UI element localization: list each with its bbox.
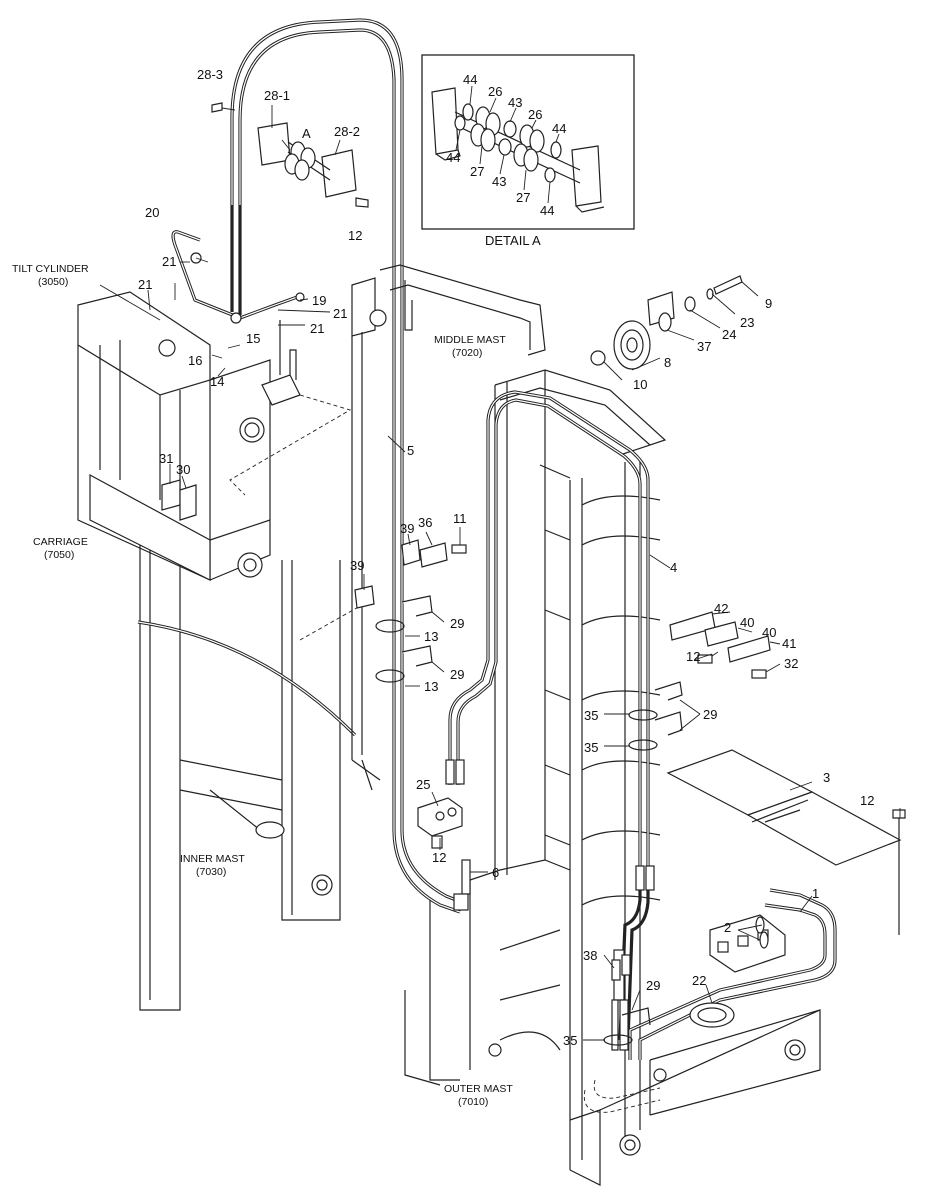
cover-plate-3 xyxy=(666,749,906,935)
callout-8: 8 xyxy=(664,355,671,370)
callout-13: 13 xyxy=(424,629,438,644)
callout-21: 21 xyxy=(162,254,176,269)
callout-2: 2 xyxy=(724,920,731,935)
detail-callout: 43 xyxy=(492,174,506,189)
callout-42: 42 xyxy=(714,601,728,616)
callout-35: 35 xyxy=(584,708,598,723)
hose-4 xyxy=(445,390,655,1041)
roller-bracket-28 xyxy=(211,102,369,208)
callout-6: 6 xyxy=(492,865,499,880)
detail-a-inset: 44 26 43 26 44 44 27 43 27 44 DETAIL A xyxy=(421,54,635,248)
callout-28-1: 28-1 xyxy=(264,88,290,103)
clamps-13-29-39 xyxy=(354,527,467,687)
callout-29: 29 xyxy=(703,707,717,722)
callout-3: 3 xyxy=(823,770,830,785)
callout-35: 35 xyxy=(563,1033,577,1048)
carriage-assembly xyxy=(77,284,363,1011)
callout-28-3: 28-3 xyxy=(197,67,223,82)
callout-13: 13 xyxy=(424,679,438,694)
callout-22: 22 xyxy=(692,973,706,988)
callout-14: 14 xyxy=(210,374,224,389)
middle-mast xyxy=(351,264,546,791)
callout-12: 12 xyxy=(686,649,700,664)
detail-callout: 44 xyxy=(540,203,554,218)
detail-callout: 43 xyxy=(508,95,522,110)
callout-23: 23 xyxy=(740,315,754,330)
detail-callout: 27 xyxy=(516,190,530,205)
tilt-cylinder-name: TILT CYLINDER xyxy=(12,263,89,275)
detail-callout: 26 xyxy=(528,107,542,122)
callout-21: 21 xyxy=(138,277,152,292)
outer-mast xyxy=(404,369,821,1186)
detail-callout: 44 xyxy=(463,72,477,87)
component-labels: TILT CYLINDER (3050) MIDDLE MAST (7020) … xyxy=(12,263,513,1108)
callout-37: 37 xyxy=(697,339,711,354)
detail-callout: 27 xyxy=(470,164,484,179)
callout-41: 41 xyxy=(782,636,796,651)
middle-mast-name: MIDDLE MAST xyxy=(434,334,506,346)
callout-32: 32 xyxy=(784,656,798,671)
callout-21: 21 xyxy=(310,321,324,336)
callout-24: 24 xyxy=(722,327,736,342)
callout-1: 1 xyxy=(812,886,819,901)
callout-a-marker: A xyxy=(302,126,311,141)
cable-curve xyxy=(137,620,357,737)
part-callouts: 28-3 28-1 A 28-2 12 20 21 21 19 21 21 15… xyxy=(138,67,874,1048)
callout-38: 38 xyxy=(583,948,597,963)
callout-40: 40 xyxy=(740,615,754,630)
callout-15: 15 xyxy=(246,331,260,346)
roller-assembly-8 xyxy=(590,275,759,381)
brackets-42-40-41 xyxy=(669,611,781,679)
tilt-hoses xyxy=(171,205,309,375)
carriage-code: (7050) xyxy=(44,549,74,561)
detail-callout: 44 xyxy=(446,150,460,165)
callout-30: 30 xyxy=(176,462,190,477)
callout-9: 9 xyxy=(765,296,772,311)
callout-19: 19 xyxy=(312,293,326,308)
tilt-cylinder-code: (3050) xyxy=(38,276,68,288)
inner-mast-code: (7030) xyxy=(196,866,226,878)
outer-mast-code: (7010) xyxy=(458,1096,488,1108)
callout-29: 29 xyxy=(450,667,464,682)
callout-16: 16 xyxy=(188,353,202,368)
fittings-38-2-22 xyxy=(603,808,901,1011)
callout-12: 12 xyxy=(348,228,362,243)
callout-11: 11 xyxy=(453,511,467,526)
hose-5 xyxy=(230,18,467,914)
callout-28-2: 28-2 xyxy=(334,124,360,139)
bracket-25 xyxy=(417,791,488,911)
callout-25: 25 xyxy=(416,777,430,792)
callout-12: 12 xyxy=(432,850,446,865)
callout-29: 29 xyxy=(646,978,660,993)
clamps-35-29 xyxy=(583,681,701,1046)
callout-12: 12 xyxy=(860,793,874,808)
callout-5: 5 xyxy=(407,443,414,458)
carriage-name: CARRIAGE xyxy=(33,536,88,548)
callout-40: 40 xyxy=(762,625,776,640)
callout-39: 39 xyxy=(350,558,364,573)
detail-title: DETAIL A xyxy=(485,233,541,248)
detail-callout: 26 xyxy=(488,84,502,99)
outer-mast-name: OUTER MAST xyxy=(444,1083,513,1095)
callout-36: 36 xyxy=(418,515,432,530)
detail-callout: 44 xyxy=(552,121,566,136)
callout-4: 4 xyxy=(670,560,677,575)
middle-mast-code: (7020) xyxy=(452,347,482,359)
callout-35: 35 xyxy=(584,740,598,755)
callout-21: 21 xyxy=(333,306,347,321)
callout-20: 20 xyxy=(145,205,159,220)
callout-29: 29 xyxy=(450,616,464,631)
inner-mast-name: INNER MAST xyxy=(180,853,245,865)
callout-31: 31 xyxy=(159,451,173,466)
callout-10: 10 xyxy=(633,377,647,392)
callout-39: 39 xyxy=(400,521,414,536)
